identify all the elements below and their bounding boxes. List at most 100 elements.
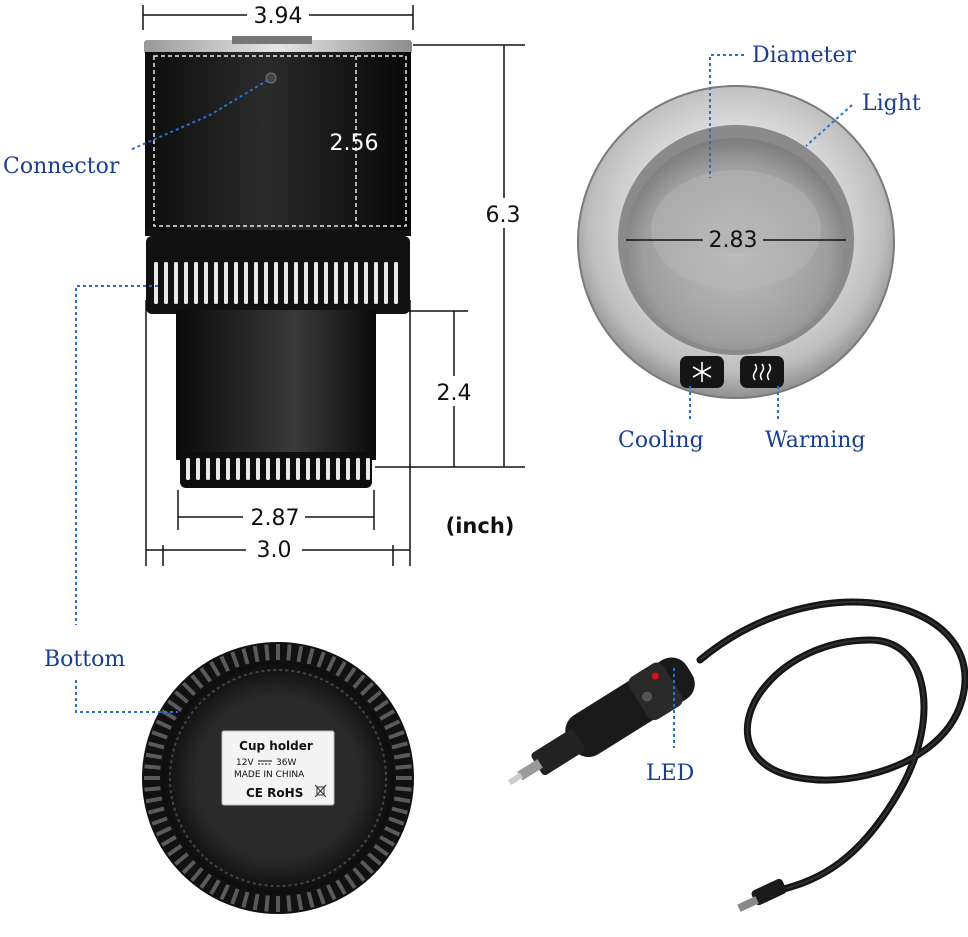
label-connector: Connector (3, 154, 120, 179)
bottom-view: Cup holder 12V 36W MADE IN CHINA CE RoHS… (44, 642, 414, 914)
vent-slot (304, 262, 308, 304)
vent-slot (364, 262, 368, 304)
base-tooth (296, 893, 304, 911)
vent-slot (214, 262, 218, 304)
base-tooth (167, 699, 183, 712)
base-tooth (144, 786, 161, 792)
vent-slot (394, 262, 398, 304)
base-tooth (230, 651, 240, 668)
vent-slot (354, 262, 358, 304)
vent-slot (206, 458, 210, 480)
vent-slot (194, 262, 198, 304)
vent-slot (276, 458, 280, 480)
base-tooth (219, 655, 230, 672)
vent-slot (266, 458, 270, 480)
vent-slot (154, 262, 158, 304)
base-tooth (181, 681, 196, 696)
base-tooth (276, 644, 280, 660)
top-view: 2.83 Diameter Light Cooling Warming (577, 43, 921, 453)
base-tooth (199, 667, 212, 683)
dim-inner-diameter: 2.83 (709, 228, 758, 253)
base-tooth (174, 690, 189, 704)
vent-slot (264, 262, 268, 304)
side-view: 3.94 2.56 6.3 2.4 2.87 3.0 (inch) Connec… (3, 2, 525, 625)
base-tooth (148, 806, 165, 815)
base-tooth (393, 796, 411, 804)
base-tooth (335, 879, 347, 896)
base-tooth (384, 826, 401, 837)
base-tooth (326, 884, 337, 901)
base-tooth (145, 796, 163, 804)
base-tooth (155, 719, 172, 730)
base-tooth (241, 891, 250, 908)
base-tooth (344, 873, 357, 889)
base-vent-teeth (144, 644, 412, 912)
base-tooth (241, 648, 250, 665)
tag-marks: CE RoHS (246, 786, 303, 800)
vent-slot (244, 262, 248, 304)
base-tooth (395, 786, 412, 792)
tag-voltage: 12V (236, 758, 254, 768)
base-tooth (252, 645, 260, 663)
vent-slot (284, 262, 288, 304)
base-tooth (144, 776, 160, 780)
vent-slot (384, 262, 388, 304)
base-tooth (367, 690, 382, 704)
base-tooth (316, 888, 326, 905)
snowflake-icon (692, 362, 712, 382)
base-tooth (391, 741, 408, 750)
base-tooth (360, 860, 375, 875)
dim-lower-inner-width: 2.87 (251, 506, 300, 531)
vent-slots (154, 262, 398, 304)
led-indicator (651, 672, 659, 680)
base-tooth (190, 867, 204, 882)
base-tooth (264, 895, 270, 912)
vent-slot (246, 458, 250, 480)
base-tooth (395, 764, 412, 770)
vent-slot (334, 262, 338, 304)
vent-slot (254, 262, 258, 304)
vent-slot (374, 262, 378, 304)
connector-port (265, 72, 277, 84)
base-tooth (388, 816, 405, 826)
base-tooth (373, 844, 389, 857)
base-tooth (352, 867, 366, 882)
vent-slot (184, 262, 188, 304)
base-tooth (160, 835, 177, 847)
base-tooth (181, 860, 196, 875)
base-tooth (286, 895, 292, 912)
vent-slot (294, 262, 298, 304)
vent-slot (236, 458, 240, 480)
base-tooth (190, 674, 204, 689)
vent-slot (256, 458, 260, 480)
base-tooth (144, 764, 161, 770)
dc-plug (751, 878, 787, 906)
vent-slot (346, 458, 350, 480)
base-tooth (352, 674, 366, 689)
base-tooth (335, 660, 347, 677)
vent-slot (216, 458, 220, 480)
vent-slot (226, 458, 230, 480)
vent-slot (164, 262, 168, 304)
dim-total-height: 6.3 (486, 203, 521, 228)
label-bottom: Bottom (44, 647, 125, 672)
base-tooth (306, 648, 315, 665)
base-tooth (174, 852, 189, 866)
base-tooth (145, 752, 163, 760)
tag-origin: MADE IN CHINA (234, 770, 305, 780)
lower-body (176, 310, 376, 460)
vent-slot (196, 458, 200, 480)
label-warming: Warming (765, 428, 865, 453)
base-tooth (306, 891, 315, 908)
base-tooth (167, 844, 183, 857)
base-tooth (286, 644, 292, 661)
base-tooth (151, 816, 168, 826)
base-tooth (393, 752, 411, 760)
vent-slot (356, 458, 360, 480)
dim-top-width: 3.94 (254, 4, 303, 29)
base-tooth (373, 699, 389, 712)
base-tooth (264, 644, 270, 661)
base-tooth (252, 893, 260, 911)
base-tooth (276, 896, 280, 912)
